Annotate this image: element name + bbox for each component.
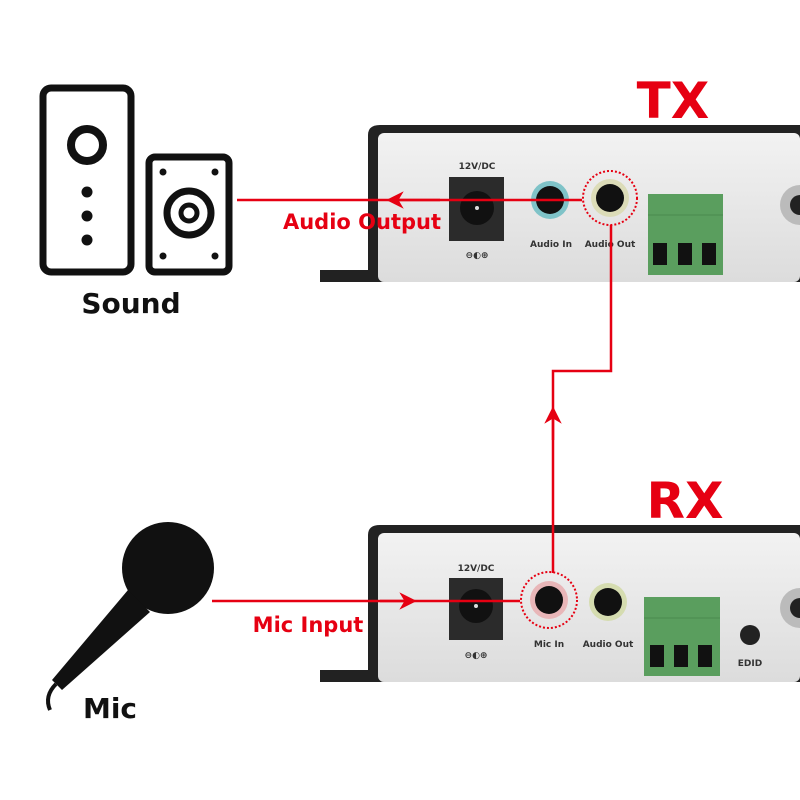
speaker-icon [39,84,233,276]
tx-title: TX [637,72,710,130]
mic-input-annotation: Mic Input [253,613,364,637]
rx-audio-out-label: Audio Out [583,640,634,650]
tx-audio-in-label: Audio In [530,240,572,250]
sound-label: Sound [81,287,180,320]
edid-label: EDID [738,659,762,669]
rx-device: 12V/DC ⊖◐⊕ Mic In Audio Out EDID [320,525,800,682]
edid-button [740,625,760,645]
rx-title: RX [646,472,723,530]
tx-polarity: ⊖◐⊕ [466,251,489,261]
rx-power-label: 12V/DC [458,564,495,574]
microphone-icon [46,522,214,711]
audio-output-annotation: Audio Output [283,210,441,234]
rx-polarity: ⊖◐⊕ [465,651,488,661]
tx-power-label: 12V/DC [459,162,496,172]
tx-device: 12V/DC ⊖◐⊕ Audio In Audio Out [320,125,800,282]
mic-label: Mic [83,692,137,725]
rx-mic-in-label: Mic In [534,640,564,650]
signal-lines [212,191,613,610]
